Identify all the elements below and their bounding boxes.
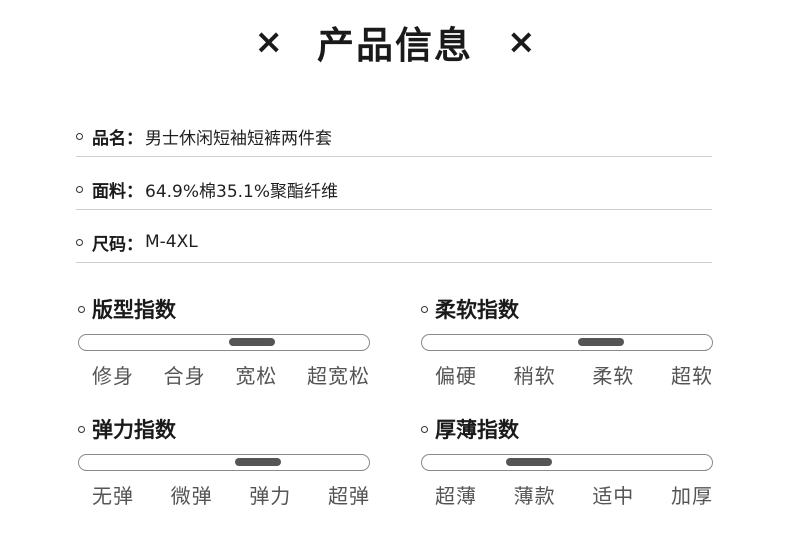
section-header: × 产品信息 × [0, 14, 790, 70]
index-title: 版型指数 [92, 298, 176, 322]
thickness-slider-thumb [506, 458, 552, 466]
option-label: 合身 [163, 364, 206, 388]
bullet-icon [421, 305, 428, 313]
bullet-icon [76, 238, 83, 246]
option-label: 超弹 [327, 484, 370, 508]
option-label: 适中 [592, 484, 635, 508]
bullet-icon [78, 425, 85, 433]
info-label: 面料： [92, 181, 143, 202]
index-title: 厚薄指数 [435, 418, 519, 442]
info-row-fabric: 面料： 64.9%棉35.1%聚酯纤维 [76, 169, 712, 210]
bullet-icon [76, 185, 83, 193]
option-label: 超宽松 [306, 364, 370, 388]
option-label: 超薄 [435, 484, 477, 508]
elasticity-slider-thumb [235, 458, 281, 466]
info-label: 品名： [92, 128, 143, 149]
index-title: 柔软指数 [435, 298, 519, 322]
bullet-icon [76, 132, 83, 140]
option-label: 偏硬 [435, 364, 477, 388]
fit-slider-thumb [229, 338, 275, 346]
left-cross-mark: × [254, 22, 284, 62]
thickness-slider-track [421, 454, 713, 471]
info-row-product-name: 品名： 男士休闲短袖短裤两件套 [76, 116, 712, 157]
option-label: 薄款 [513, 484, 556, 508]
option-label: 微弹 [170, 484, 213, 508]
softness-slider-thumb [578, 338, 624, 346]
option-label: 柔软 [592, 364, 635, 388]
option-label: 加厚 [670, 484, 713, 508]
info-label: 尺码： [92, 234, 143, 255]
info-value: M-4XL [145, 232, 198, 252]
softness-slider-track [421, 334, 713, 351]
fit-slider-track [78, 334, 370, 351]
option-label: 修身 [92, 364, 134, 388]
option-label: 弹力 [249, 484, 292, 508]
option-label: 宽松 [235, 364, 278, 388]
index-title: 弹力指数 [92, 418, 176, 442]
page-title: 产品信息 [317, 24, 473, 67]
right-cross-mark: × [507, 22, 536, 62]
info-value: 64.9%棉35.1%聚酯纤维 [145, 181, 339, 202]
info-value: 男士休闲短袖短裤两件套 [145, 128, 332, 149]
option-label: 超软 [670, 364, 713, 388]
bullet-icon [78, 305, 85, 313]
elasticity-slider-track [78, 454, 370, 471]
bullet-icon [421, 425, 428, 433]
index-softness: 柔软指数 偏硬 稍软 柔软 超软 [421, 294, 715, 389]
option-label: 无弹 [92, 484, 134, 508]
index-elasticity: 弹力指数 无弹 微弹 弹力 超弹 [78, 414, 372, 509]
index-fit: 版型指数 修身 合身 宽松 超宽松 [78, 294, 372, 389]
info-row-size: 尺码： M-4XL [76, 222, 712, 263]
index-thickness: 厚薄指数 超薄 薄款 适中 加厚 [421, 414, 715, 509]
option-label: 稍软 [513, 364, 556, 388]
